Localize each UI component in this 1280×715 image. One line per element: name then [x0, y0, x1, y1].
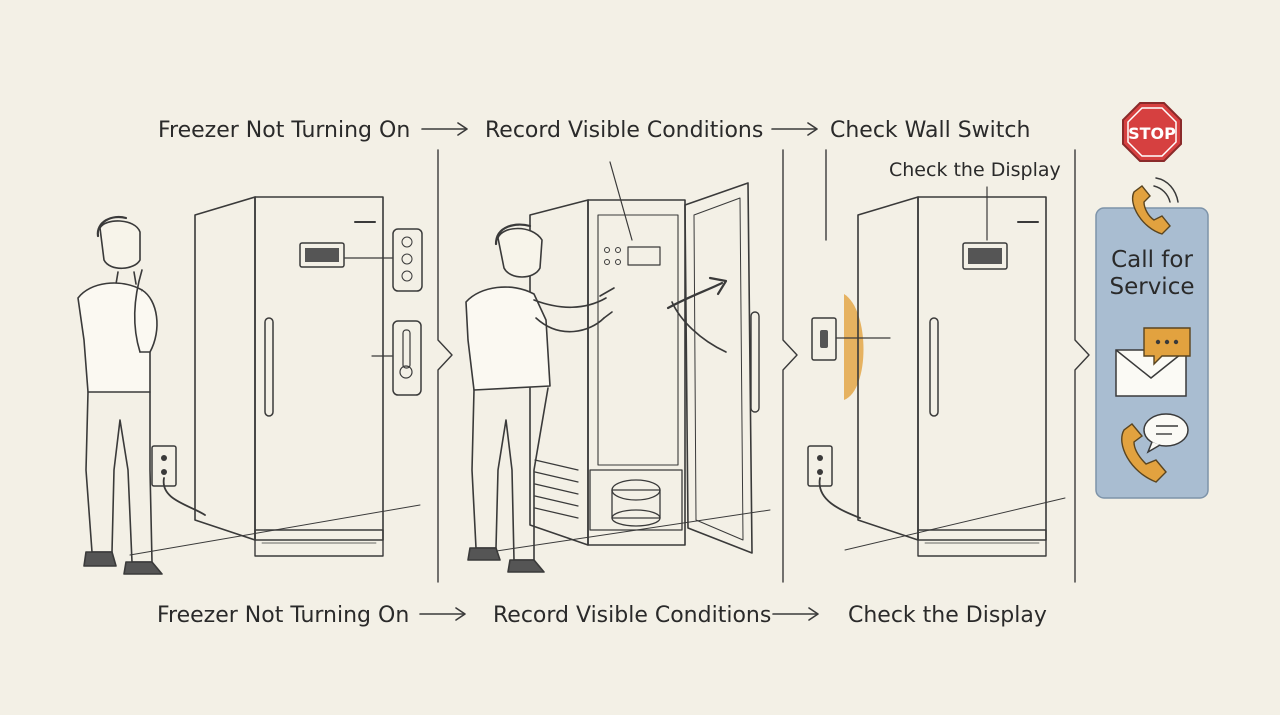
wall-outlet-icon-2	[807, 445, 861, 519]
bottom-arrow-1	[419, 607, 466, 621]
wall-switch-icon	[811, 317, 891, 361]
top-arrow-1	[421, 122, 468, 136]
freezer-closed-2	[857, 196, 1047, 557]
stop-sign-label: STOP	[1128, 124, 1176, 143]
service-title-line1: Call for	[1111, 247, 1193, 273]
email-message-icon	[1115, 327, 1191, 397]
bottom-step-1-label: Freezer Not Turning On	[157, 603, 409, 628]
top-arrow-2	[771, 122, 818, 136]
freezer-open	[529, 161, 760, 554]
freezer-closed	[194, 196, 393, 557]
phone-ringing-icon	[1131, 177, 1179, 235]
wall-outlet-icon	[151, 445, 206, 516]
indicator-lights-icon	[392, 228, 423, 292]
top-step-2-label: Record Visible Conditions	[485, 118, 763, 143]
thermometer-icon	[392, 320, 422, 396]
switch-highlight	[844, 294, 864, 400]
panel-dividers	[437, 149, 1090, 583]
service-title-line2: Service	[1109, 274, 1194, 300]
panel-2-scene	[465, 161, 771, 573]
service-panel: STOP Call for Service	[1095, 102, 1209, 499]
top-step-1-label: Freezer Not Turning On	[158, 118, 410, 143]
bottom-step-2-label: Record Visible Conditions	[493, 603, 771, 628]
stop-sign-icon: STOP	[1122, 102, 1182, 162]
bottom-arrow-2	[772, 607, 819, 621]
panel-1-scene	[77, 196, 423, 575]
bottom-step-3-label: Check the Display	[848, 603, 1047, 628]
display-callout-label: Check the Display	[889, 159, 1061, 181]
person-inspecting	[465, 223, 727, 573]
phone-chat-icon	[1121, 413, 1189, 483]
top-step-3-label: Check Wall Switch	[830, 118, 1030, 143]
person-thinking	[77, 215, 163, 575]
panel-3-scene: Check the Display	[807, 159, 1066, 557]
